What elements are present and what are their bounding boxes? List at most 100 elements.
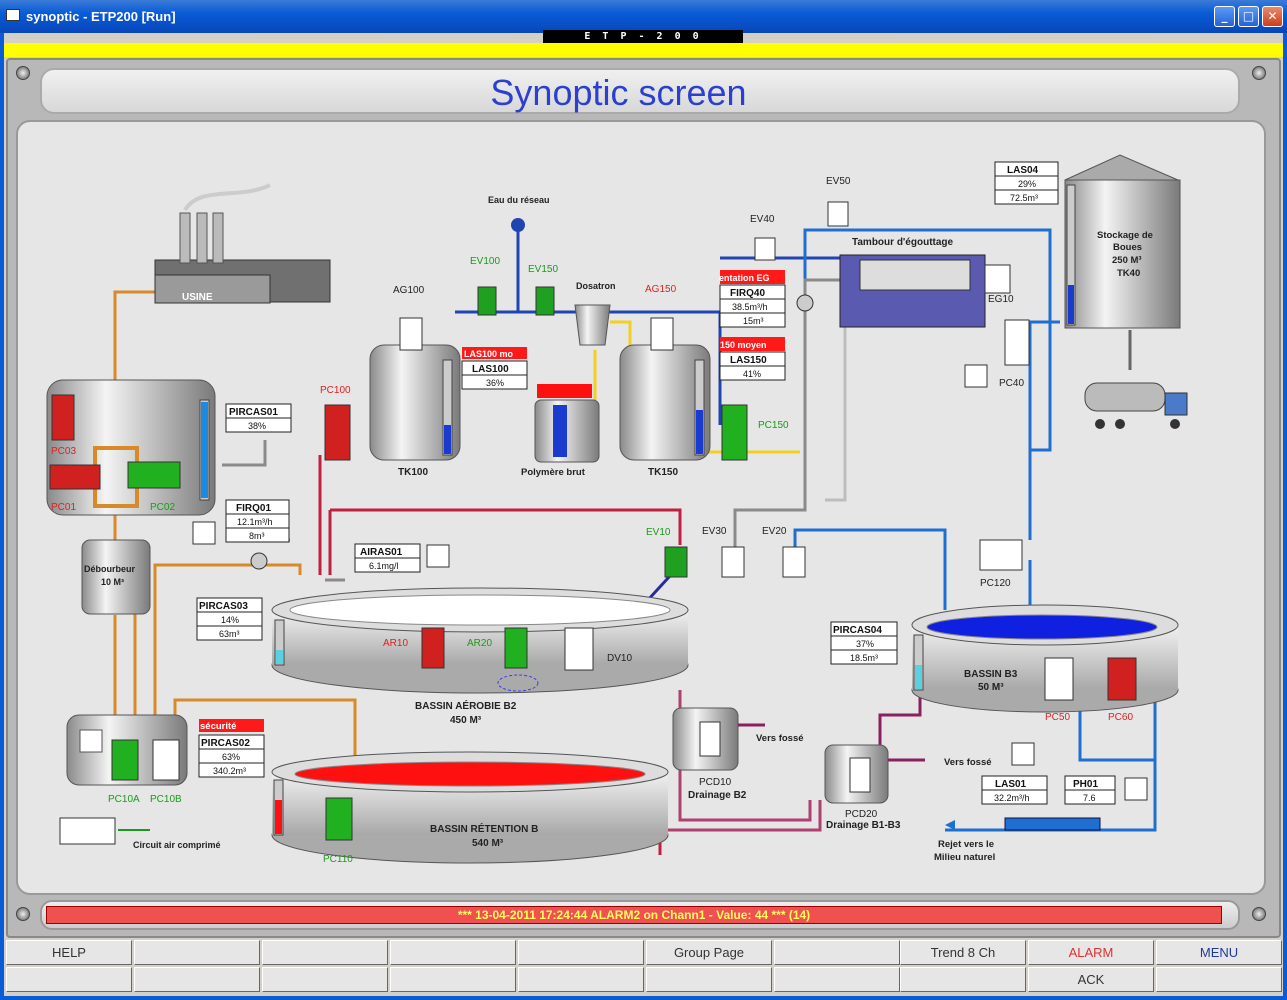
pump-pc10b-icon[interactable] <box>152 739 180 781</box>
vers-fosse-2: Vers fossé <box>944 757 992 768</box>
trend-icon[interactable] <box>1011 742 1035 766</box>
las01-value: 32.2m³/h <box>994 793 1030 803</box>
trend-icon[interactable] <box>192 521 216 545</box>
pump-pc150-icon[interactable] <box>721 404 748 461</box>
firq01-name: FIRQ01 <box>236 503 271 514</box>
tag-ev10: EV10 <box>646 527 671 538</box>
las150-value: 41% <box>743 369 761 379</box>
firq01-flow: 12.1m³/h <box>237 517 273 527</box>
tag-ar20: AR20 <box>467 638 492 649</box>
pircas02-level: 63% <box>222 752 240 762</box>
menu-button[interactable]: MENU <box>1156 940 1282 965</box>
fkey-5[interactable] <box>518 940 644 965</box>
airas01-name: AIRAS01 <box>360 547 403 558</box>
night-mode-icon[interactable] <box>79 729 103 753</box>
las150-banner: 150 moyen <box>720 340 767 350</box>
flowmeter-icon <box>250 552 268 570</box>
trend-icon[interactable] <box>964 364 988 388</box>
valve-ev150-icon[interactable] <box>535 286 555 316</box>
retention-volume: 540 M³ <box>472 838 504 849</box>
firq01-volume: 8m³ <box>249 531 265 541</box>
las100-banner: LAS100 mo <box>464 349 514 359</box>
firq40-flow: 38.5m³/h <box>732 302 768 312</box>
tag-ev20: EV20 <box>762 526 787 537</box>
trend-icon[interactable] <box>426 544 450 568</box>
screw-icon <box>1252 66 1266 80</box>
pump-pcd10-icon[interactable] <box>699 721 721 757</box>
pump-pc10a-icon[interactable] <box>111 739 139 781</box>
fkey-4[interactable] <box>390 940 516 965</box>
fkey-2[interactable] <box>134 940 260 965</box>
tag-dv10: DV10 <box>607 653 632 664</box>
aerator-ar20-icon[interactable] <box>504 627 528 669</box>
valve-ev10-icon[interactable] <box>664 546 688 578</box>
pump-pcd20-icon[interactable] <box>849 757 871 793</box>
alarm-button[interactable]: ALARM <box>1028 940 1154 965</box>
fkey-b2[interactable] <box>134 967 260 992</box>
pircas04-name: PIRCAS04 <box>833 625 882 636</box>
pump-pc110-icon[interactable] <box>325 797 353 841</box>
pircas03-name: PIRCAS03 <box>199 601 248 612</box>
tag-ev40: EV40 <box>750 214 775 225</box>
close-button[interactable]: ✕ <box>1262 6 1283 27</box>
fkey-7[interactable] <box>774 940 900 965</box>
pump-pc40-icon[interactable] <box>1004 319 1030 366</box>
tag-ev150: EV150 <box>528 264 558 275</box>
pump-pc60-icon[interactable] <box>1107 657 1137 701</box>
valve-ev30-icon[interactable] <box>721 546 745 578</box>
valve-ev20-icon[interactable] <box>782 546 806 578</box>
pump-pc50-icon[interactable] <box>1044 657 1074 701</box>
fkey-b4[interactable] <box>390 967 516 992</box>
tag-pc60: PC60 <box>1108 712 1133 723</box>
window-titlebar[interactable]: synoptic - ETP200 [Run] _ □ ✕ <box>0 0 1287 33</box>
pcd20-tag: PCD20 <box>845 809 878 820</box>
tag-ag150: AG150 <box>645 284 677 295</box>
app-icon <box>6 9 20 21</box>
pump-pc02-icon[interactable] <box>127 461 181 489</box>
pump-pc01-icon[interactable] <box>49 464 101 490</box>
pump-pc03-icon[interactable] <box>51 394 75 441</box>
las04-volume: 72.5m³ <box>1010 193 1038 203</box>
aerator-ar10-icon[interactable] <box>421 627 445 669</box>
basin-b3-volume: 50 M³ <box>978 682 1004 693</box>
las100-value: 36% <box>486 378 504 388</box>
ph01-name: PH01 <box>1073 779 1098 790</box>
valve-ev50-icon[interactable] <box>827 201 849 227</box>
las04-name: LAS04 <box>1007 165 1039 176</box>
trend-8ch-button[interactable]: Trend 8 Ch <box>900 940 1026 965</box>
fkey-b5[interactable] <box>518 967 644 992</box>
yellow-banner <box>4 43 1283 57</box>
fkey-b10[interactable] <box>1156 967 1282 992</box>
tag-pc01: PC01 <box>51 502 76 513</box>
pircas03-volume: 63m³ <box>219 629 240 639</box>
alarm-bar[interactable]: *** 13-04-2011 17:24:44 ALARM2 on Chann1… <box>46 906 1222 924</box>
fkey-b7[interactable] <box>774 967 900 992</box>
fkey-b1[interactable] <box>6 967 132 992</box>
fkey-b8[interactable] <box>900 967 1026 992</box>
pircas01-name: PIRCAS01 <box>229 407 278 418</box>
help-button[interactable]: HELP <box>6 940 132 965</box>
ack-button[interactable]: ACK <box>1028 967 1154 992</box>
valve-ev100-icon[interactable] <box>477 286 497 316</box>
las01-name: LAS01 <box>995 779 1027 790</box>
pump-pc100-icon[interactable] <box>324 404 351 461</box>
tk100-label: TK100 <box>398 467 428 478</box>
trend-icon[interactable] <box>1124 777 1148 801</box>
valve-ev40-icon[interactable] <box>754 237 776 261</box>
motor-eg10-icon[interactable] <box>984 264 1011 294</box>
dosatron-label: Dosatron <box>576 281 616 291</box>
mixer-dv10-icon[interactable] <box>564 627 594 671</box>
fkey-b3[interactable] <box>262 967 388 992</box>
group-page-button[interactable]: Group Page <box>646 940 772 965</box>
fkey-3[interactable] <box>262 940 388 965</box>
pump-pc120-icon[interactable] <box>979 539 1023 571</box>
minimize-button[interactable]: _ <box>1214 6 1235 27</box>
compressor-icon[interactable] <box>59 817 116 845</box>
maximize-button[interactable]: □ <box>1238 6 1259 27</box>
tag-pc150: PC150 <box>758 420 789 431</box>
fkey-b6[interactable] <box>646 967 772 992</box>
agitator-ag100-icon[interactable] <box>399 317 423 351</box>
agitator-ag150-icon[interactable] <box>650 317 674 351</box>
las100-name: LAS100 <box>472 364 509 375</box>
